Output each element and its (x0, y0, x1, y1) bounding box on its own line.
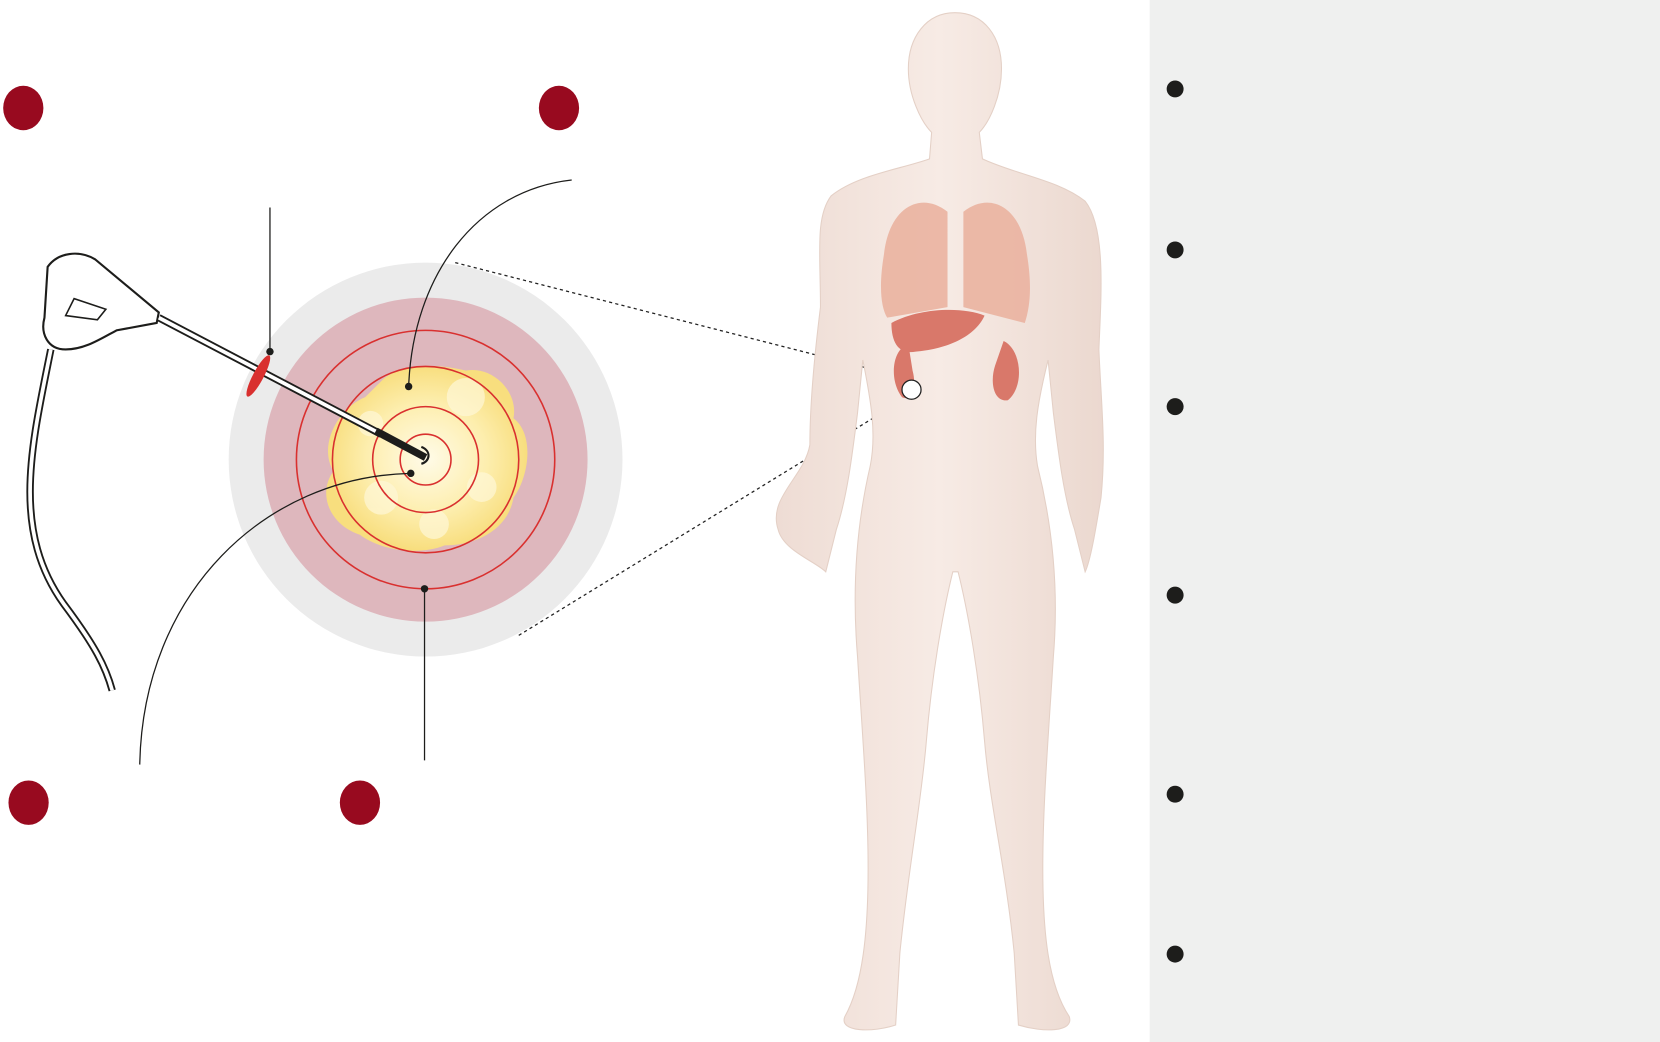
lungs (880, 202, 1030, 323)
marker-1 (3, 85, 44, 131)
bullet-2 (1166, 241, 1184, 259)
skin-entry (246, 355, 271, 397)
kidney-left (992, 340, 1019, 401)
bullet-1 (1166, 80, 1184, 98)
ablation-probe (26, 252, 430, 692)
step-markers (3, 85, 580, 825)
leader-lines (139, 179, 572, 765)
bullet-3 (1166, 398, 1184, 416)
marker-4 (339, 780, 381, 825)
marker-3 (8, 780, 49, 825)
ablation-zone (228, 262, 623, 657)
marker-2 (538, 85, 580, 131)
probe-handle (42, 252, 160, 351)
bullet-6 (1166, 945, 1184, 963)
zoom-target (901, 379, 922, 400)
bullet-5 (1166, 785, 1184, 803)
human-body (775, 12, 1104, 1031)
liver (891, 309, 985, 353)
bullet-4 (1166, 586, 1184, 604)
zoom-lines (455, 262, 913, 636)
sidebar-bullets (1166, 80, 1184, 963)
sidebar-panel (1149, 0, 1660, 1042)
